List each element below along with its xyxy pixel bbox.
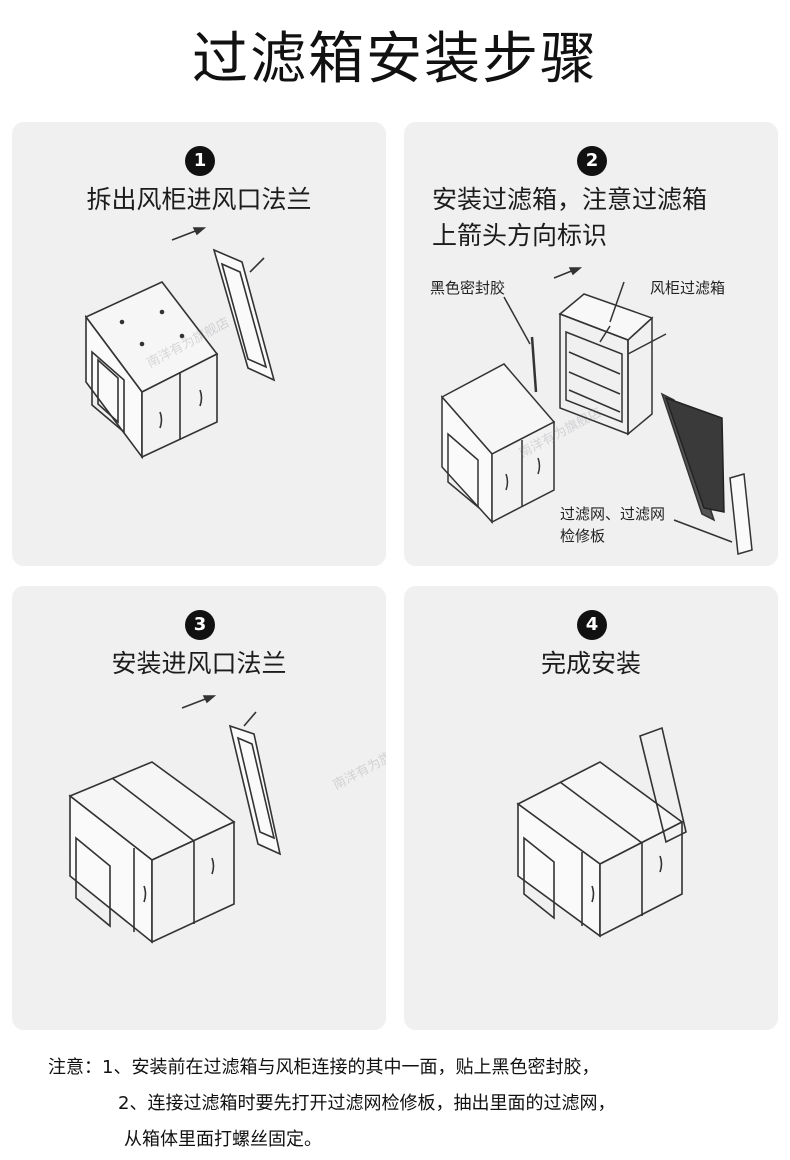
step-2-panel: 2 安装过滤箱，注意过滤箱 上箭头方向标识 黑色密封胶 风柜过滤箱 过滤网、过滤… [404, 122, 778, 566]
note-prefix: 注意： [48, 1057, 102, 1078]
step-number-badge: 4 [577, 610, 607, 640]
step-3-diagram [68, 695, 282, 944]
step-number-badge: 2 [577, 146, 607, 176]
step-caption: 拆出风柜进风口法兰 [86, 185, 312, 214]
step-4-diagram [516, 726, 687, 938]
note-line-3: 从箱体里面打螺丝固定。 [124, 1129, 322, 1150]
step-2-diagram [440, 267, 753, 555]
step-number-badge: 3 [185, 610, 215, 640]
note-line-1: 1、安装前在过滤箱与风柜连接的其中一面，贴上黑色密封胶， [102, 1057, 600, 1078]
step-caption: 完成安装 [540, 649, 641, 678]
note-line-2: 2、连接过滤箱时要先打开过滤网检修板，抽出里面的过滤网， [118, 1093, 616, 1114]
label-filter-box: 风柜过滤箱 [650, 279, 726, 297]
label-black-sealant: 黑色密封胶 [430, 279, 506, 297]
step-caption: 安装进风口法兰 [111, 649, 287, 678]
step-number-badge: 1 [185, 146, 215, 176]
page-title: 过滤箱安装步骤 [192, 27, 598, 92]
installation-notes: 注意：1、安装前在过滤箱与风柜连接的其中一面，贴上黑色密封胶， 2、连接过滤箱时… [48, 1050, 615, 1158]
step-3-panel: 3 安装进风口法兰 南洋有为旗舰店 [12, 586, 386, 1030]
step-caption-line-2: 上箭头方向标识 [432, 221, 608, 250]
label-panel-line-2: 检修板 [560, 527, 606, 545]
step-4-panel: 4 完成安装 [404, 586, 778, 1030]
step-caption-line-1: 安装过滤箱，注意过滤箱 [432, 185, 708, 214]
step-1-panel: 1 拆出风柜进风口法兰 南洋有为旗舰店 [12, 122, 386, 566]
label-panel-line-1: 过滤网、过滤网 [560, 505, 666, 523]
move-arrow-icon [171, 229, 199, 241]
step-1-diagram [84, 227, 276, 460]
